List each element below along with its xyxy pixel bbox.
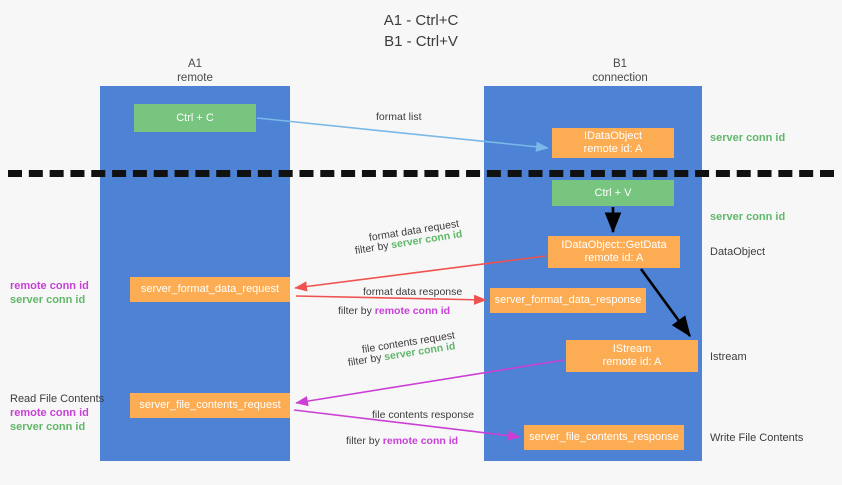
annotation-server-conn-id-mid: server conn id (710, 211, 786, 223)
node-istream[interactable]: IStream remote id: A (566, 340, 698, 372)
annotation-read-file-contents: Read File Contents (10, 393, 105, 405)
annotation-remote-conn-id-2: remote conn id (10, 407, 89, 419)
node-idataobject-getdata[interactable]: IDataObject::GetData remote id: A (548, 236, 680, 268)
edge-label-format-data-response: format data response (363, 286, 463, 298)
node-idataobject[interactable]: IDataObject remote id: A (552, 128, 674, 158)
column-b1-name: B1 (612, 58, 628, 70)
annotation-write-file-contents: Write File Contents (710, 432, 804, 444)
column-a1-role: remote (177, 72, 213, 84)
annotation-left-conn-ids-2: Read File Contents remote conn id server… (10, 392, 104, 434)
edge-label-format-data-response-filter: filter by remote conn id (338, 304, 450, 318)
node-ctrl-c[interactable]: Ctrl + C (134, 104, 256, 132)
annotation-left-conn-ids-1: remote conn id server conn id (10, 279, 89, 307)
page-title: A1 - Ctrl+C B1 - Ctrl+V (0, 10, 842, 52)
annotation-istream: Istream (710, 351, 747, 363)
node-server-format-data-request[interactable]: server_format_data_request (130, 277, 290, 302)
annotation-server-conn-id-2: server conn id (10, 421, 86, 433)
edge-label-file-contents-response: file contents response (372, 409, 475, 421)
column-header-a1: A1 remote (125, 57, 265, 85)
filter-value-remote-conn-id: remote conn id (374, 305, 451, 317)
node-server-file-contents-response[interactable]: server_file_contents_response (524, 425, 684, 450)
title-line-2: B1 - Ctrl+V (384, 33, 458, 50)
node-ctrl-v[interactable]: Ctrl + V (552, 180, 674, 206)
edge-label-format-list: format list (376, 111, 422, 123)
edge-label-file-contents-response-filter: filter by remote conn id (346, 434, 458, 448)
phase-divider (8, 170, 834, 177)
filter-value-remote-conn-id: remote conn id (382, 435, 459, 447)
annotation-server-conn-id-top: server conn id (710, 132, 786, 144)
filter-prefix: filter by (338, 305, 375, 317)
column-a1-name: A1 (187, 58, 203, 70)
column-header-b1: B1 connection (535, 57, 705, 85)
filter-prefix: filter by (347, 351, 386, 369)
node-server-file-contents-request[interactable]: server_file_contents_request (130, 393, 290, 418)
title-line-1: A1 - Ctrl+C (383, 12, 459, 29)
annotation-server-conn-id-1: server conn id (10, 294, 86, 306)
annotation-dataobject: DataObject (710, 246, 766, 258)
annotation-remote-conn-id-1: remote conn id (10, 280, 89, 292)
filter-prefix: filter by (354, 239, 393, 257)
column-b1-role: connection (592, 72, 648, 84)
node-server-format-data-response[interactable]: server_format_data_response (490, 288, 646, 313)
filter-prefix: filter by (346, 435, 383, 447)
